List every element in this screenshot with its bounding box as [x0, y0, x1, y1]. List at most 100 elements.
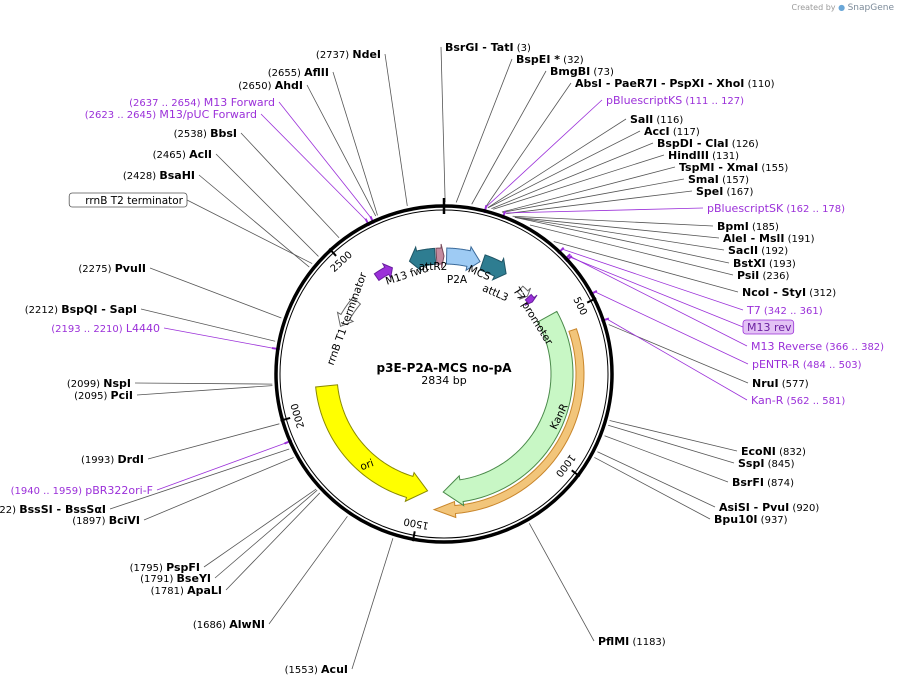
site-label-text: (1897) BciVI — [72, 514, 140, 527]
site-label-text: (2737) NdeI — [316, 48, 381, 61]
site-label-rrnb-t2-terminator: rrnB T2 terminator — [68, 192, 188, 208]
leader-line — [570, 256, 744, 328]
site-label-bpu10i: Bpu10I (937) — [714, 513, 788, 526]
site-label-text: (2099) NspI — [67, 377, 131, 390]
site-label-text: (2637 .. 2654) M13 Forward — [129, 96, 275, 109]
leader-line — [147, 423, 280, 460]
leader-line — [471, 70, 547, 205]
site-label-hindiii: HindIII (131) — [668, 149, 739, 162]
feature-label-attr2: attR2 — [419, 261, 448, 273]
leader-line — [214, 489, 318, 579]
site-label-tspmi: TspMI - XmaI (155) — [679, 161, 788, 174]
site-label-text: (2650) AhdI — [238, 79, 303, 92]
site-label-text: (1940 .. 1959) pBR322ori-F — [11, 484, 153, 497]
site-labels: (2737) NdeI(2655) AflII(2650) AhdI(2637 … — [0, 41, 884, 676]
leader-line — [140, 308, 276, 342]
primer-label-l4440: (2193 .. 2210) L4440 — [51, 322, 160, 335]
site-label-pflmi: PflMI (1183) — [598, 635, 666, 648]
leader-line — [514, 216, 725, 251]
leader-line — [485, 82, 572, 208]
site-label-alwni: (1686) AlwNI — [193, 618, 265, 631]
site-label-text: TspMI - XmaI (155) — [679, 161, 788, 174]
leader-line — [604, 435, 729, 483]
leader-line — [225, 492, 321, 591]
site-label-text: SmaI (157) — [688, 173, 749, 186]
feature-arrows — [315, 243, 585, 519]
leader-lines — [109, 46, 749, 670]
site-label-text: (1553) AcuI — [285, 663, 348, 676]
site-label-absi: AbsI - PaeR7I - PspXI - XhoI (110) — [575, 77, 775, 90]
feature-label-ori: ori — [358, 457, 375, 473]
tick-label: 500 — [570, 295, 588, 317]
leader-line — [240, 132, 340, 239]
site-label-text: NcoI - StyI (312) — [742, 286, 836, 299]
leader-line — [156, 442, 287, 491]
leader-line — [514, 216, 720, 239]
leader-line — [306, 84, 377, 217]
site-label-text: AbsI - PaeR7I - PspXI - XhoI (110) — [575, 77, 775, 90]
leader-line — [143, 457, 294, 521]
leader-line — [268, 516, 348, 625]
site-label-bspdi: BspDI - ClaI (126) — [657, 137, 759, 150]
site-label-text: (1795) PspFI — [130, 561, 200, 574]
ori-feature-arrow — [315, 384, 429, 503]
site-label-asisi: AsiSI - PvuI (920) — [719, 501, 819, 514]
m13-rev-small-arrow — [524, 293, 538, 306]
feature-label-attl3: attL3 — [480, 282, 510, 304]
site-label-text: (1993) DrdI — [81, 453, 144, 466]
site-label-text: M13 rev — [747, 321, 792, 334]
plasmid-length: 2834 bp — [421, 374, 466, 387]
site-label-text: BsrGI - TatI (3) — [445, 41, 531, 54]
label-box — [742, 319, 795, 335]
site-label-text: T7 (342 .. 361) — [746, 304, 823, 317]
site-label-text: (2275) PvuII — [78, 262, 146, 275]
site-label-text: PsiI (236) — [737, 269, 789, 282]
tick-mark — [571, 469, 581, 478]
leader-line — [136, 385, 273, 396]
leader-line — [515, 217, 730, 264]
leader-line — [440, 46, 446, 203]
leader-line — [198, 174, 310, 268]
site-label-pcii: (2095) PciI — [74, 389, 133, 402]
site-label-acci: AccI (117) — [644, 125, 700, 138]
site-label-text: (2465) AclI — [153, 148, 212, 161]
site-label-sspi: SspI (845) — [738, 457, 795, 470]
site-label-spei: SpeI (167) — [696, 185, 754, 198]
tick-label: 1500 — [403, 515, 430, 530]
site-label-drdi: (1993) DrdI — [81, 453, 144, 466]
leader-line — [332, 71, 378, 216]
site-label-bsssi: (1922) BssSI - BssSαI — [0, 503, 106, 516]
site-label-text: Bpu10I (937) — [714, 513, 788, 526]
site-label-text: SpeI (167) — [696, 185, 754, 198]
site-label-text: SspI (845) — [738, 457, 795, 470]
site-label-text: BmgBI (73) — [550, 65, 614, 78]
site-label-text: AsiSI - PvuI (920) — [719, 501, 819, 514]
site-label-text: (2193 .. 2210) L4440 — [51, 322, 160, 335]
site-label-text: AccI (117) — [644, 125, 700, 138]
leader-line — [487, 118, 627, 208]
site-label-pvuii: (2275) PvuII — [78, 262, 146, 275]
site-label-bspqi: (2212) BspQI - SapI — [25, 303, 137, 316]
credit-brand: SnapGene — [847, 3, 894, 13]
site-label-alei: AleI - MslI (191) — [723, 232, 815, 245]
site-label-ndei: (2737) NdeI — [316, 48, 381, 61]
leader-line — [597, 451, 716, 508]
primer-label-m13-puc-forward: (2623 .. 2645) M13/pUC Forward — [85, 108, 257, 121]
leader-line — [491, 142, 654, 210]
mcs-feature-arrow — [445, 245, 481, 272]
plasmid-backbone — [274, 198, 614, 544]
leader-line — [186, 199, 313, 264]
leader-line — [493, 154, 665, 210]
site-label-bspei-: BspEI * (32) — [516, 53, 584, 66]
site-label-bstxi: BstXI (193) — [733, 257, 796, 270]
site-label-bmgbi: BmgBI (73) — [550, 65, 614, 78]
feature-label-m13-fwd: M13 fwd — [384, 263, 430, 288]
site-label-pspfi: (1795) PspFI — [130, 561, 200, 574]
primer-label-m13-reverse: M13 Reverse (366 .. 382) — [751, 340, 884, 353]
plasmid-name: p3E-P2A-MCS no-pA — [377, 361, 513, 375]
leader-line — [529, 224, 734, 276]
site-label-text: BpmI (185) — [717, 220, 779, 233]
site-label-text: (1686) AlwNI — [193, 618, 265, 631]
site-label-apali: (1781) ApaLI — [151, 584, 222, 597]
